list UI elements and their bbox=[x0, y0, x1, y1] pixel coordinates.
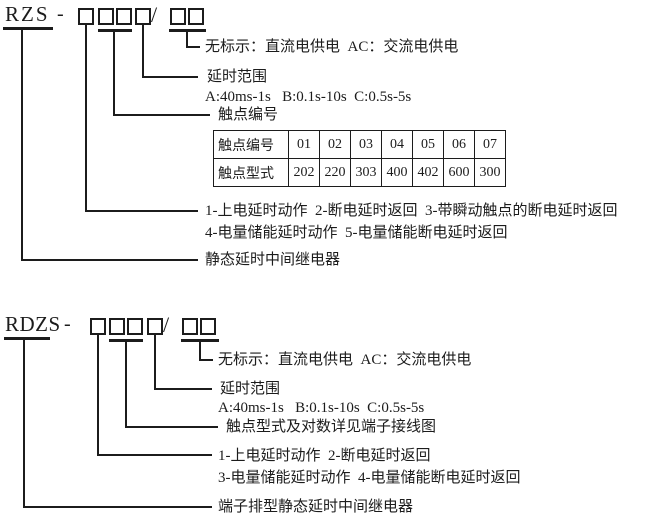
leader-line-contact bbox=[125, 341, 127, 428]
label-function-codes-line2: 4-电量储能延时动作 5-电量储能断电延时返回 bbox=[205, 225, 508, 241]
code-slash: / bbox=[151, 2, 158, 27]
leader-elbow-contact bbox=[113, 114, 210, 116]
code-box-contact-digit2 bbox=[116, 8, 132, 25]
label-product-name: 静态延时中间继电器 bbox=[205, 252, 341, 268]
label-contact-type-note: 触点型式及对数详见端子接线图 bbox=[226, 419, 437, 435]
leader-line-delay bbox=[154, 334, 156, 390]
label-function-codes-line1: 1-上电延时动作 2-断电延时返回 bbox=[218, 448, 431, 464]
code-box-contact-digit2 bbox=[127, 318, 143, 335]
table-cell: 402 bbox=[412, 158, 444, 187]
table-cell: 07 bbox=[474, 130, 506, 159]
code-slash: / bbox=[163, 312, 170, 337]
contact-code-table: 触点编号 01 02 03 04 05 06 07 触点型式 202 220 3… bbox=[213, 130, 506, 187]
contact-boxes-underline bbox=[98, 29, 132, 32]
leader-elbow-product bbox=[21, 259, 198, 261]
table-cell: 05 bbox=[412, 130, 444, 159]
table-cell: 220 bbox=[319, 158, 351, 187]
model-underline bbox=[3, 27, 53, 30]
code-box-delay-range bbox=[147, 318, 163, 335]
leader-elbow-contact bbox=[125, 426, 218, 428]
label-delay-range-options: A:40ms-1s B:0.1s-10s C:0.5s-5s bbox=[205, 89, 412, 105]
leader-elbow-product bbox=[23, 506, 212, 508]
label-power-supply: 无标示：直流电供电 AC：交流电供电 bbox=[205, 39, 459, 55]
leader-line-power bbox=[186, 31, 188, 48]
leader-line-product bbox=[23, 339, 25, 508]
code-box-power-digit2 bbox=[200, 318, 216, 335]
table-cell: 02 bbox=[319, 130, 351, 159]
label-power-supply: 无标示：直流电供电 AC：交流电供电 bbox=[218, 352, 472, 368]
model-name-rzs: RZS bbox=[5, 2, 50, 26]
table-cell: 触点型式 bbox=[213, 158, 289, 187]
table-cell: 06 bbox=[443, 130, 475, 159]
leader-line-function bbox=[97, 334, 99, 456]
contact-boxes-underline bbox=[109, 339, 143, 342]
leader-elbow-delay bbox=[154, 388, 212, 390]
table-cell: 303 bbox=[350, 158, 382, 187]
model-underline bbox=[4, 337, 50, 340]
code-box-delay-range bbox=[135, 8, 151, 25]
code-box-power-digit2 bbox=[188, 8, 204, 25]
leader-line-delay bbox=[142, 24, 144, 78]
label-delay-range-title: 延时范围 bbox=[220, 381, 281, 397]
table-row-contact-type: 触点型式 202 220 303 400 402 600 300 bbox=[213, 158, 506, 187]
power-boxes-underline bbox=[181, 339, 219, 342]
table-cell: 600 bbox=[443, 158, 475, 187]
label-contact-number: 触点编号 bbox=[218, 107, 279, 123]
label-product-name: 端子排型静态延时中间继电器 bbox=[218, 499, 414, 515]
table-cell: 400 bbox=[381, 158, 413, 187]
code-box-power-digit1 bbox=[170, 8, 186, 25]
leader-elbow-power bbox=[199, 359, 213, 361]
leader-elbow-function bbox=[85, 210, 198, 212]
table-cell: 04 bbox=[381, 130, 413, 159]
label-delay-range-title: 延时范围 bbox=[207, 69, 268, 85]
label-function-codes-line1: 1-上电延时动作 2-断电延时返回 3-带瞬动触点的断电延时返回 bbox=[205, 203, 618, 219]
model-separator: - bbox=[57, 3, 64, 25]
table-cell: 触点编号 bbox=[213, 130, 289, 159]
leader-line-power bbox=[199, 341, 201, 361]
leader-elbow-function bbox=[97, 454, 212, 456]
code-box-contact-digit1 bbox=[109, 318, 125, 335]
model-name-rdzs: RDZS bbox=[5, 312, 61, 336]
table-row-contact-number: 触点编号 01 02 03 04 05 06 07 bbox=[213, 130, 506, 159]
table-cell: 01 bbox=[288, 130, 320, 159]
leader-elbow-delay bbox=[142, 76, 198, 78]
model-separator: - bbox=[64, 313, 71, 335]
code-box-function bbox=[90, 318, 106, 335]
leader-line-contact bbox=[113, 31, 115, 116]
code-box-power-digit1 bbox=[182, 318, 198, 335]
table-cell: 202 bbox=[288, 158, 320, 187]
label-delay-range-options: A:40ms-1s B:0.1s-10s C:0.5s-5s bbox=[218, 400, 425, 416]
code-box-function bbox=[78, 8, 94, 25]
label-function-codes-line2: 3-电量储能延时动作 4-电量储能断电延时返回 bbox=[218, 470, 521, 486]
power-boxes-underline bbox=[169, 29, 206, 32]
leader-elbow-power bbox=[186, 46, 200, 48]
leader-line-function bbox=[85, 24, 87, 212]
table-cell: 03 bbox=[350, 130, 382, 159]
table-cell: 300 bbox=[474, 158, 506, 187]
code-box-contact-digit1 bbox=[98, 8, 114, 25]
leader-line-product bbox=[21, 29, 23, 261]
